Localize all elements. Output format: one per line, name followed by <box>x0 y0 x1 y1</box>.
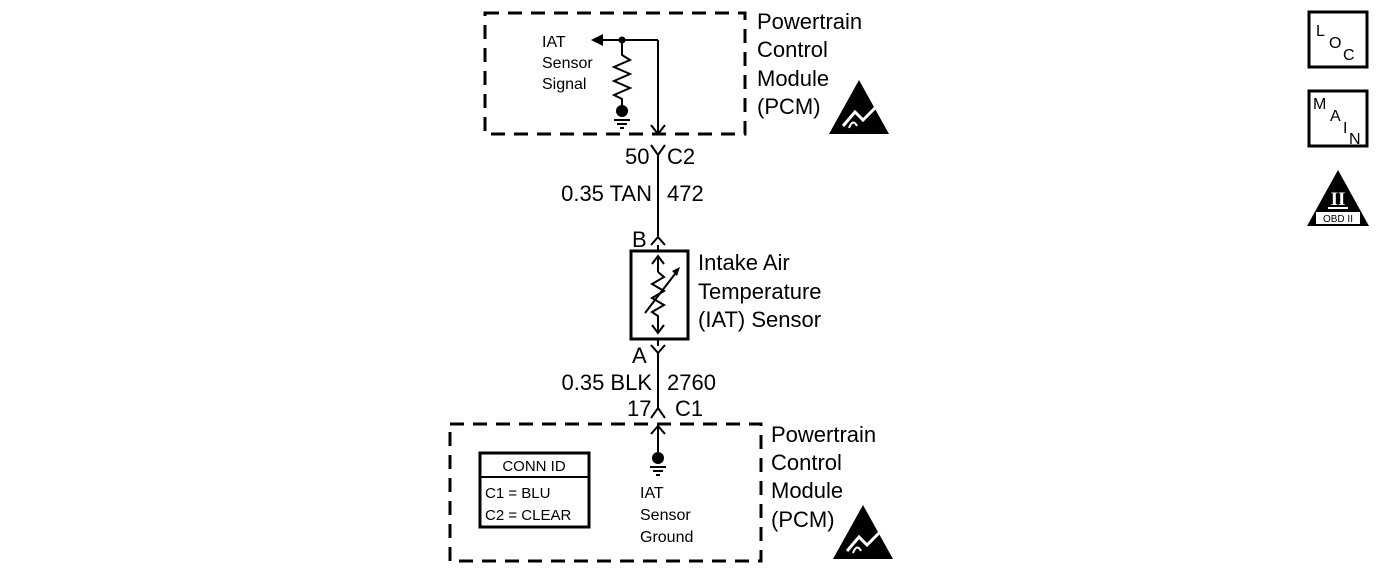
terminal-a-label: A <box>632 343 647 368</box>
iat-ground-circuit <box>650 424 666 476</box>
obd-ii-icon[interactable]: II OBD II <box>1307 170 1369 226</box>
loc-icon[interactable]: L O C <box>1307 10 1369 69</box>
ground-symbol-icon <box>614 119 630 129</box>
esd-warning-icon <box>833 505 893 559</box>
sensor-name: Intake Air Temperature (IAT) Sensor <box>698 250 828 332</box>
ground-dot <box>616 105 628 117</box>
obd-numeral: II <box>1331 189 1346 210</box>
connector-c1-id: C1 <box>675 396 703 421</box>
pcm-top-module: IAT Sensor Signal Powertrain Control Mod… <box>483 9 889 136</box>
pin-arrow-icon <box>650 424 666 435</box>
pcm-top-dashed-border <box>483 11 747 136</box>
sensor-body <box>629 249 690 341</box>
connector-c1-pin: 17 <box>627 396 651 421</box>
main-letter: N <box>1349 131 1361 148</box>
conn-id-row: C1 = BLU <box>485 485 550 502</box>
wire-bottom-gauge-color: 0.35 BLK <box>561 370 652 395</box>
pullup-resistor-icon <box>611 40 633 106</box>
main-letter: I <box>1343 120 1347 137</box>
terminal-a-icon <box>650 344 666 355</box>
pcm-top-name: Powertrain Control Module (PCM) <box>757 9 868 119</box>
pcm-bottom-dashed-border <box>448 422 763 563</box>
pcm-bottom-name: Powertrain Control Module (PCM) <box>771 422 882 532</box>
loc-letter: C <box>1343 47 1355 64</box>
wire-2760: 0.35 BLK 2760 <box>561 353 716 410</box>
conn-id-table: CONN ID C1 = BLU C2 = CLEAR <box>478 451 591 529</box>
terminal-b-label: B <box>632 227 647 252</box>
ground-label: IAT Sensor Ground <box>640 485 695 546</box>
esd-warning-icon <box>829 80 889 134</box>
connector-c2-pin: 50 <box>625 144 649 169</box>
terminal-b-icon <box>650 235 666 246</box>
ground-symbol-icon <box>650 466 666 476</box>
iat-sensor: B A Intake Air Temperature (IAT) Sensor <box>629 227 828 368</box>
loc-letter: O <box>1329 35 1341 52</box>
pcm-bottom-module: IAT Sensor Ground CONN ID C1 = BLU C2 = … <box>448 422 893 563</box>
signal-label: IAT Sensor Signal <box>542 34 597 93</box>
ground-dot <box>652 452 664 464</box>
obd-label: OBD II <box>1323 214 1353 225</box>
signal-arrow-icon <box>591 34 603 46</box>
pin-arrow-icon <box>650 124 666 136</box>
wire-top-gauge-color: 0.35 TAN <box>561 181 652 206</box>
connector-c1: 17 C1 <box>627 396 703 421</box>
iat-signal-circuit <box>591 34 666 136</box>
wire-472: 0.35 TAN 472 <box>561 155 704 236</box>
conn-id-title: CONN ID <box>502 458 566 475</box>
main-letter: A <box>1330 108 1341 125</box>
wire-bottom-circuit: 2760 <box>667 370 716 395</box>
conn-id-row: C2 = CLEAR <box>485 507 571 524</box>
main-icon[interactable]: M A I N <box>1307 89 1369 148</box>
connector-c2-id: C2 <box>667 144 695 169</box>
loc-letter: L <box>1316 23 1325 40</box>
thermistor-icon <box>644 254 680 335</box>
connector-c2: 50 C2 <box>625 144 695 169</box>
wire-top-circuit: 472 <box>667 181 704 206</box>
main-letter: M <box>1313 96 1326 113</box>
